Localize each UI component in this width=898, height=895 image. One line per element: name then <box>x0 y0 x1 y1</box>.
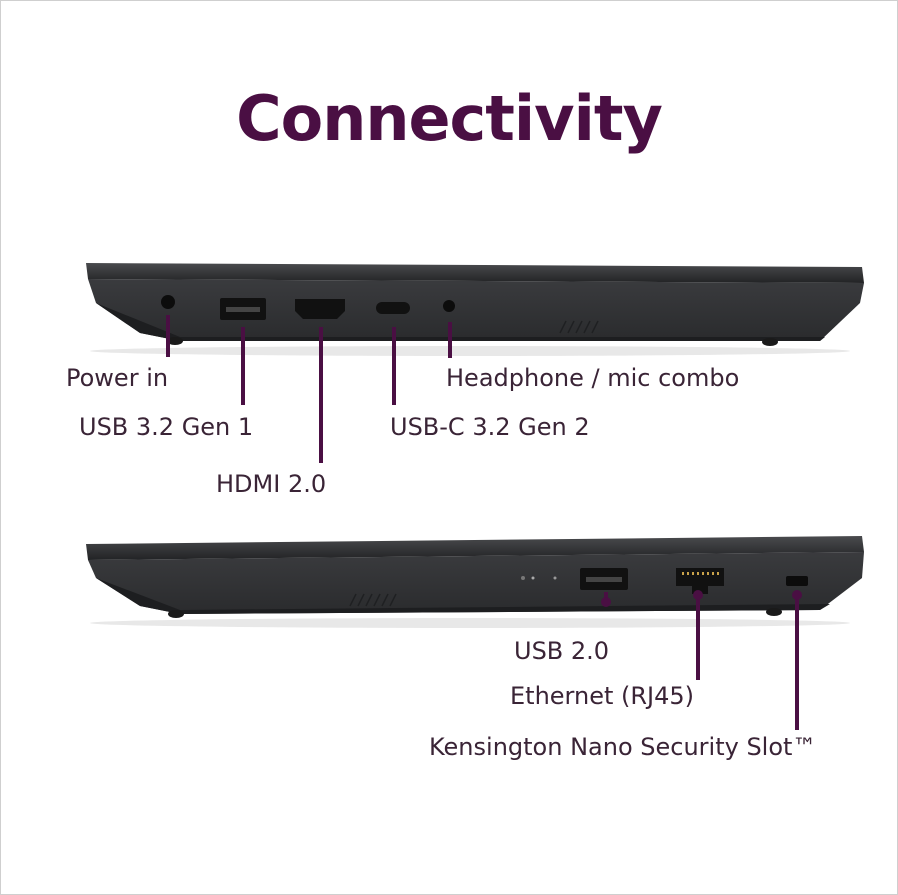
leader-dot-usb-2 <box>601 597 611 607</box>
laptop-foot <box>168 610 184 618</box>
power-port <box>161 295 175 309</box>
label-kensington-nano-security-slot: Kensington Nano Security Slot™ <box>429 733 817 761</box>
leader-usb-c <box>392 327 396 405</box>
laptop-left-side-image <box>86 263 864 356</box>
label-usb-2-0: USB 2.0 <box>514 637 610 665</box>
leader-kensington <box>795 592 799 730</box>
laptop-lid <box>86 263 864 283</box>
laptop-base <box>88 552 864 614</box>
label-power-in: Power in <box>66 364 169 392</box>
laptop-base <box>88 279 864 341</box>
leader-audio <box>448 322 452 358</box>
label-usb-c-3-2-gen-2: USB-C 3.2 Gen 2 <box>390 413 590 441</box>
laptop-foot <box>766 608 782 616</box>
label-hdmi-2-0: HDMI 2.0 <box>216 470 327 498</box>
laptop-foot <box>167 337 183 345</box>
laptop-right-side-image <box>86 536 864 628</box>
label-ethernet-rj45: Ethernet (RJ45) <box>510 682 695 710</box>
leader-ethernet <box>696 595 700 680</box>
laptop-lid <box>86 536 864 560</box>
leader-dot-ethernet <box>693 590 703 600</box>
leader-usb-a <box>241 327 245 405</box>
label-headphone-mic-combo: Headphone / mic combo <box>446 364 740 392</box>
audio-jack <box>443 300 455 312</box>
page-title: Connectivity <box>236 82 663 155</box>
laptop-foot <box>762 338 778 346</box>
leader-hdmi <box>319 327 323 463</box>
usb-c-port <box>376 302 410 314</box>
leader-power <box>166 315 170 357</box>
label-usb-3-2-gen-1: USB 3.2 Gen 1 <box>79 413 254 441</box>
hdmi-port <box>295 299 345 319</box>
leader-dot-kensington <box>792 590 802 600</box>
kensington-slot <box>786 576 808 586</box>
